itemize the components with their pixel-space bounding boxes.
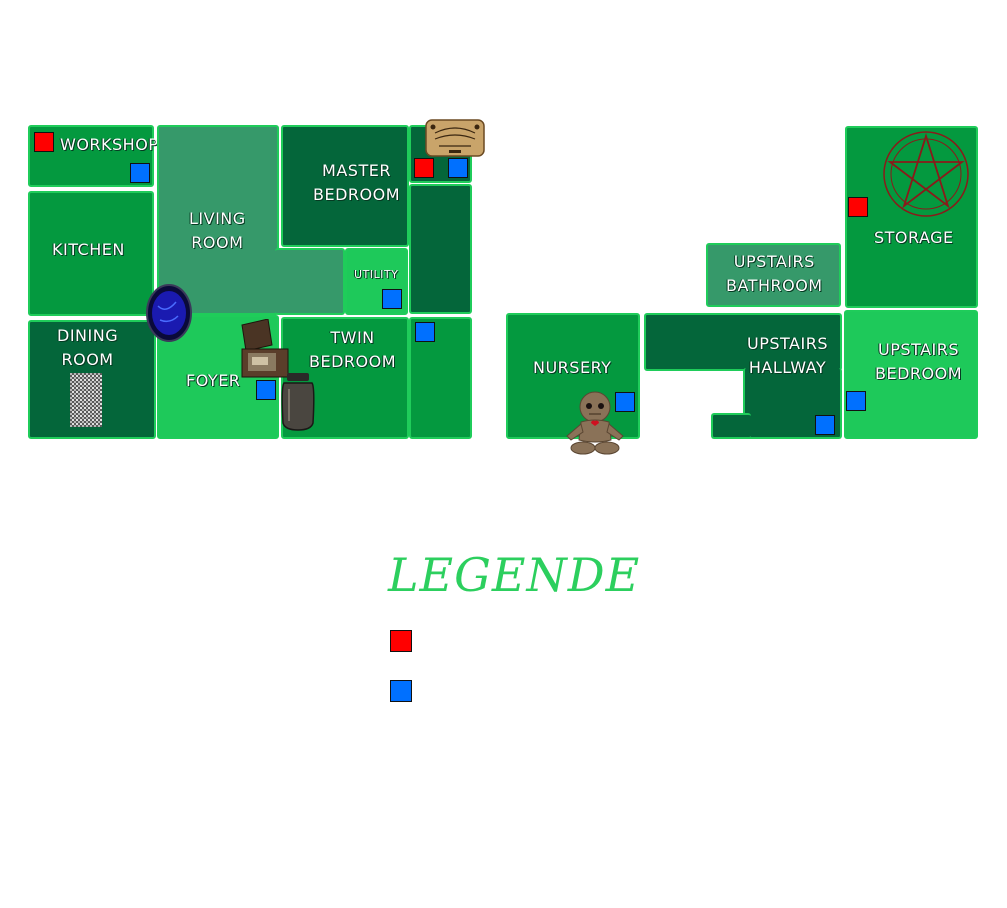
room-living-room bbox=[157, 125, 279, 315]
voodoo-doll-icon[interactable] bbox=[563, 390, 627, 456]
room-label-upstairs-bathroom: UPSTAIRS BATHROOM bbox=[726, 252, 823, 295]
room-upstairs-bedroom bbox=[844, 310, 978, 439]
room-label-storage: STORAGE bbox=[874, 228, 954, 247]
room-nursery bbox=[506, 313, 640, 439]
marker-blue-upstairs-hallway[interactable] bbox=[815, 415, 835, 435]
marker-blue-master-bedroom[interactable] bbox=[448, 158, 468, 178]
legend-title: LEGENDE bbox=[388, 548, 641, 602]
room-label-living-room: LIVING ROOM bbox=[189, 209, 246, 252]
mirror-icon[interactable] bbox=[146, 284, 192, 342]
ouija-board-icon[interactable] bbox=[425, 119, 485, 157]
room-label-foyer: FOYER bbox=[186, 371, 241, 390]
room-label-kitchen: KITCHEN bbox=[52, 240, 125, 259]
room-upstairs-bathroom bbox=[706, 243, 841, 307]
marker-blue-twin-closet[interactable] bbox=[415, 322, 435, 342]
room-upstairs-hallway-foot bbox=[711, 413, 751, 439]
marker-red-storage[interactable] bbox=[848, 197, 868, 217]
marker-blue-nursery[interactable] bbox=[615, 392, 635, 412]
photo-icon[interactable] bbox=[70, 373, 102, 427]
room-living-room-ext bbox=[275, 248, 345, 315]
marker-blue-utility[interactable] bbox=[382, 289, 402, 309]
marker-blue-workshop[interactable] bbox=[130, 163, 150, 183]
room-twin-closet bbox=[409, 317, 472, 439]
room-label-upstairs-bedroom: UPSTAIRS BEDROOM bbox=[875, 340, 963, 383]
room-label-utility: UTILITY bbox=[354, 268, 399, 281]
room-master-closet bbox=[409, 184, 472, 314]
room-master-bedroom bbox=[281, 125, 409, 247]
room-kitchen bbox=[28, 191, 154, 316]
pentagram-icon bbox=[883, 131, 969, 217]
room-upstairs-hallway bbox=[644, 313, 842, 371]
room-upstairs-hallway-down bbox=[743, 368, 842, 439]
music-box-icon[interactable] bbox=[238, 319, 290, 381]
jar-icon[interactable] bbox=[281, 373, 315, 431]
legend-blue-marker bbox=[390, 680, 412, 702]
marker-red-master-bedroom[interactable] bbox=[414, 158, 434, 178]
room-label-dining-room: DINING ROOM bbox=[57, 326, 119, 369]
room-label-upstairs-hallway: UPSTAIRS HALLWAY bbox=[747, 334, 828, 377]
room-label-master-bedroom: MASTER BEDROOM bbox=[313, 161, 401, 204]
room-label-workshop: WORKSHOP bbox=[60, 135, 159, 154]
room-label-nursery: NURSERY bbox=[533, 358, 612, 377]
marker-red-workshop[interactable] bbox=[34, 132, 54, 152]
legend-red-marker bbox=[390, 630, 412, 652]
marker-blue-foyer[interactable] bbox=[256, 380, 276, 400]
marker-blue-upstairs-bedroom[interactable] bbox=[846, 391, 866, 411]
room-label-twin-bedroom: TWIN BEDROOM bbox=[309, 328, 397, 371]
